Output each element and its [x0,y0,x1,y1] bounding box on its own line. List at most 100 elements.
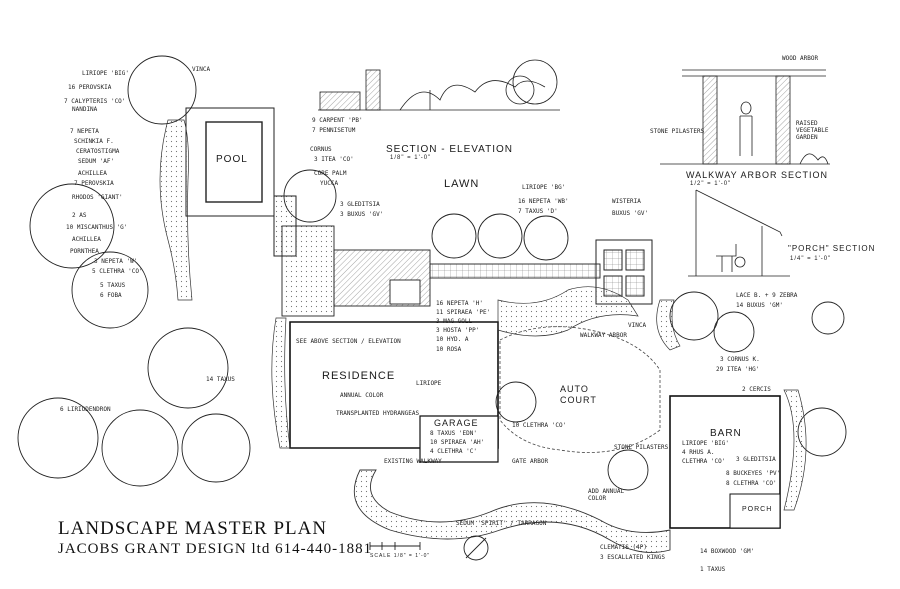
plant-label: 10 SPIRAEA 'AH' [430,439,485,446]
plant-label: 16 NEPETA 'H' [436,300,483,307]
plant-label: 3 GLEDITSIA [736,456,776,463]
plant-label: 3 ESCALLATED KINGS [600,554,666,561]
plant-label: VINCA [628,322,647,329]
porch-plan-label: PORCH [742,506,773,513]
plant-label: WISTERIA [612,198,641,205]
plant-label: SEDUM 'SPIRIT' / TARRAGON [456,520,547,527]
plant-label: ACHILLEA [72,236,101,243]
plant-label: 3 ITEA 'CO' [314,156,354,163]
plant-label: 3 HOSTA 'PP' [436,327,480,334]
plant-label: LACE B. + 9 ZEBRA [736,292,798,299]
plant-label: 29 ITEA 'HG' [716,366,760,373]
plant-label: 10 ROSA [436,346,462,353]
plant-label: 16 PEROVSKIA [68,84,112,91]
plant-label: NANDINA [72,106,98,113]
plant-label: TRANSPLANTED HYDRANGEAS [336,410,420,417]
section-elevation-scale: 1/8" = 1'-0" [390,155,432,161]
section-elevation-title: SECTION - ELEVATION [386,144,513,155]
plant-label: 11 SPIRAEA 'PE' [436,309,491,316]
plant-label: 3 GLEDITSIA [340,201,380,208]
plant-label: 3 BUXUS 'GV' [340,211,384,218]
plant-label: EXISTING WALKWAY [384,458,442,465]
plant-label: STONE PILASTERS [614,444,669,451]
plant-label: 6 FOBA [100,292,122,299]
pool-label: POOL [216,154,248,165]
plant-label: 8 TAXUS 'EDN' [430,430,477,437]
plant-label: 2 AS [72,212,87,219]
plant-label: 3 NEPETA 'W' [94,258,138,265]
plant-label: RHODOS 'GIANT' [72,194,123,201]
plant-label: LIRIOPE [416,380,442,387]
plant-label: 14 BUXUS 'GM' [736,302,783,309]
plant-label: ADD ANNUAL COLOR [588,488,625,502]
plant-label: 8 BUCKEYES 'PV' [726,470,781,477]
plant-label: 2 CERCIS [742,386,771,393]
plant-label: LIRIOPE 'BIG' [82,70,129,77]
deck-terrace [281,225,601,317]
plant-label: 14 BOXWOOD 'GM' [700,548,755,555]
barn-label: BARN [710,428,742,439]
plant-label: 3 CORNUS K. [720,356,760,363]
plant-label: VINCA [192,66,211,73]
plant-label: 4 RHUS A. [682,449,715,456]
plant-label: 7 NEPETA [70,128,99,135]
plant-label: 4 CLETHRA 'C' [430,448,477,455]
plant-label: 8 CLETHRA 'CO' [726,480,777,487]
plant-label: WALKWAY ARBOR [580,332,627,339]
plant-label: STONE PILASTERS [650,128,705,135]
plant-label: ANNUAL COLOR [340,392,384,399]
existing-walkway [353,469,671,553]
plant-label: CORE PALM [314,170,347,177]
plant-label: BUXUS 'GV' [612,210,649,217]
plant-label: 7 PEROVSKIA [74,180,114,187]
porch-section-sketch [688,189,790,277]
porch-section-scale: 1/4" = 1'-0" [790,256,832,262]
drawing-title: LANDSCAPE MASTER PLAN [58,518,328,539]
plant-label: 5 TAXUS [100,282,126,289]
plant-label: YUCCA [320,180,339,187]
walkway-arbor-title: WALKWAY ARBOR SECTION [686,170,829,180]
plant-label: RAISED VEGETABLE GARDEN [796,120,829,141]
plant-label: SCHINKIA F. [74,138,114,145]
plant-label: 7 TAXUS 'D' [518,208,558,215]
plant-label: 10 CLETHRA 'CO' [512,422,567,429]
lawn-label: LAWN [444,178,480,190]
residence-footprint [289,321,499,463]
plant-label: 14 TAXUS [206,376,235,383]
plan-scale: SCALE 1/8" = 1'-0" [370,553,431,559]
plant-label: SEE ABOVE SECTION / ELEVATION [296,338,401,345]
plant-label: 5 CLETHRA 'CO' [92,268,143,275]
plant-label: 9 CARPENT 'PB' [312,117,363,124]
plant-label: ACHILLEA [78,170,107,177]
shrub-beds [159,119,807,511]
plant-label: CORNUS [310,146,332,153]
plant-label: 1 TAXUS [700,566,726,573]
plant-label: SEDUM 'AF' [78,158,115,165]
residence-label: RESIDENCE [322,370,396,382]
section-elevation-sketch [318,59,560,111]
plant-label: 7 PENNISETUM [312,127,356,134]
plant-label: LIRIOPE 'BG' [522,184,566,191]
porch-section-title: "PORCH" SECTION [788,244,876,253]
walkway-arbor-section-sketch [660,69,830,165]
plant-label: GATE ARBOR [512,458,549,465]
plant-label: CERATOSTIGMA [76,148,120,155]
plant-label: 10 MISCANTHUS 'G' [66,224,128,231]
plant-label: LIRIOPE 'BIG' [682,440,729,447]
walkway-arbor-scale: 1/2" = 1'-0" [690,181,732,187]
plant-label: 3 MAG GOLL [436,318,473,325]
plant-label: CLETHRA 'CO' [682,458,726,465]
plant-label: WOOD ARBOR [782,55,819,62]
plant-label: 7 CALYPTERIS 'CO' [64,98,126,105]
scale-bar [369,542,421,550]
pool [185,107,297,257]
firm-name: JACOBS GRANT DESIGN ltd 614-440-1881 [58,541,373,557]
plant-label: 16 NEPETA 'WB' [518,198,569,205]
plant-label: PORNTHEA [70,248,99,255]
garage-label: GARAGE [434,418,479,428]
plant-label: 10 HYD. A [436,336,469,343]
barn-footprint [669,395,781,529]
plant-label: CLEMATIS (4P) [600,544,647,551]
north-arrow [463,535,489,561]
